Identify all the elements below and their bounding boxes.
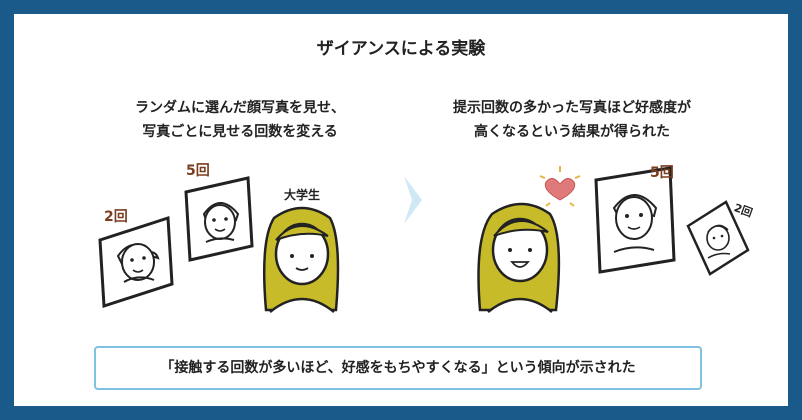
conclusion-box: 「接触する回数が多いほど、好感をもちやすくなる」という傾向が示された	[94, 346, 702, 390]
student-label: 大学生	[284, 188, 321, 202]
arrow-icon	[404, 176, 422, 224]
portrait-2-icon	[98, 215, 174, 309]
left-caption: ランダムに選んだ顔写真を見せ、 写真ごとに見せる回数を変える	[90, 96, 390, 144]
left-count-5-label: 5回	[186, 163, 210, 179]
portrait-5-icon	[184, 176, 254, 262]
student-icon	[262, 206, 340, 313]
left-count-2-label: 2回	[104, 209, 128, 225]
right-caption: 提示回数の多かった写真ほど好感度が 高くなるという結果が得られた	[412, 96, 732, 144]
portrait-small-icon	[686, 200, 750, 276]
right-caption-line2: 高くなるという結果が得られた	[474, 124, 670, 140]
right-caption-line1: 提示回数の多かった写真ほど好感度が	[453, 100, 691, 116]
diagram-title: ザイアンスによる実験	[316, 39, 486, 59]
left-caption-line2: 写真ごとに見せる回数を変える	[142, 124, 338, 140]
right-count-5-label: 5回	[650, 165, 674, 181]
student-happy-icon	[477, 202, 561, 313]
portrait-liked-icon	[594, 166, 676, 274]
heart-icon	[539, 166, 581, 207]
left-caption-line1: ランダムに選んだ顔写真を見せ、	[135, 100, 345, 116]
